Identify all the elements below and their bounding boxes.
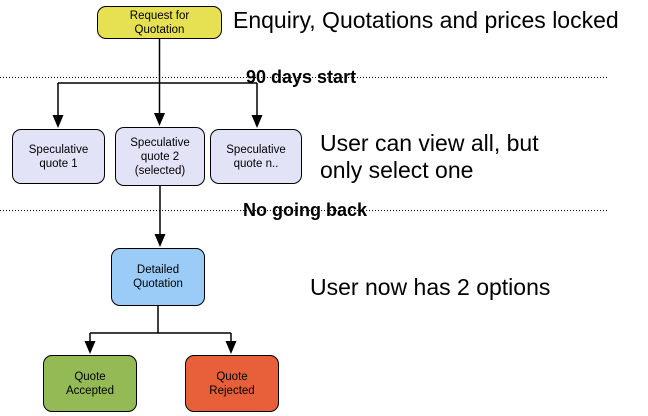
speculative-quote-2-node: Speculative quote 2 (selected) <box>115 127 205 186</box>
speculative-quote-1-node: Speculative quote 1 <box>12 129 105 184</box>
annotation-user-can-view-all: User can view all, but only select one <box>320 130 539 183</box>
annotation-enquiry-prices-locked: Enquiry, Quotations and prices locked <box>233 7 619 33</box>
divider-label-no-going-back: No going back <box>243 200 368 220</box>
divider-label-90-days-start: 90 days start <box>246 67 357 87</box>
divider-line-no-going-back <box>0 210 607 211</box>
quote-accepted-node: Quote Accepted <box>43 355 137 412</box>
speculative-quote-n-node: Speculative quote n.. <box>210 129 302 184</box>
quote-rejected-node: Quote Rejected <box>185 355 279 412</box>
request-for-quotation-node: Request for Quotation <box>97 6 222 39</box>
detailed-quotation-node: Detailed Quotation <box>111 248 205 306</box>
annotation-user-two-options: User now has 2 options <box>310 274 551 300</box>
divider-line-90-days <box>0 77 607 78</box>
